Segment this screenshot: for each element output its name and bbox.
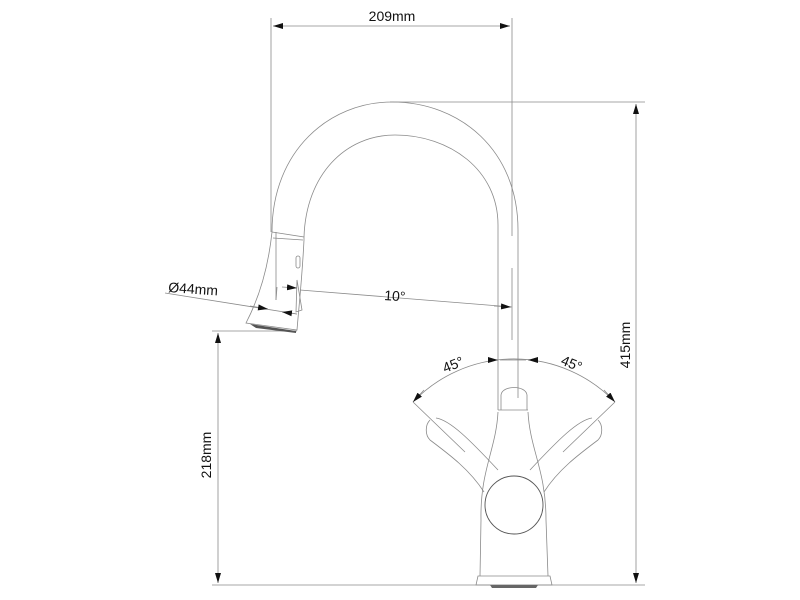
levers [425,417,603,493]
width-label: 209mm [369,8,416,24]
spray-diameter-dimension: Ø44mm [164,279,298,317]
lever-left-angle-label: 45° [440,353,466,376]
lever-right-angle-label: 45° [559,352,585,375]
spray-diameter-label: Ø44mm [168,279,219,298]
spray-head [245,231,305,333]
spout-height-label: 218mm [198,432,214,479]
spout [271,101,526,410]
height-dimension: 415mm [390,101,645,583]
spray-angle-dimension: 10° [275,284,513,310]
control-knob [484,475,544,535]
faucet-body [475,387,553,588]
width-dimension: 209mm [270,8,513,340]
height-label: 415mm [617,322,633,369]
spray-angle-label: 10° [384,287,406,304]
lever-angle-dimension: 45° 45° [412,352,616,453]
spout-height-dimension: 218mm [198,330,297,583]
